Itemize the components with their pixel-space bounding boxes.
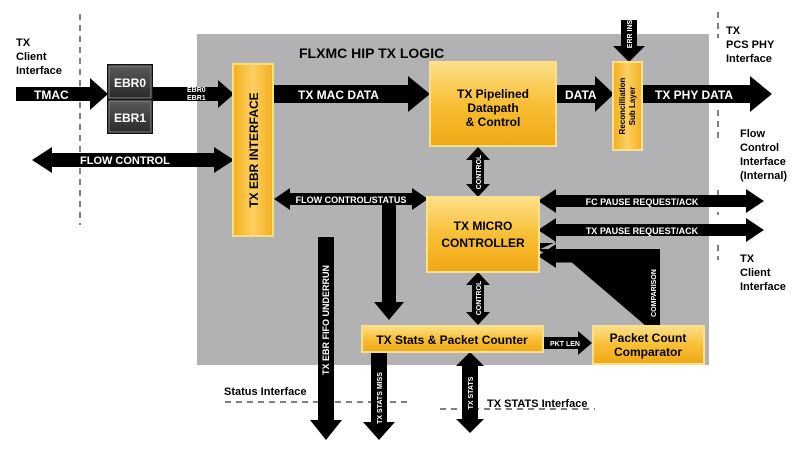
fc-pause-label: FC PAUSE REQUEST/ACK [586,197,699,207]
tx-pipelined-block [429,61,557,147]
ebr-small-0-label: EBR0 [187,87,206,94]
tcr-line2: Client [740,267,771,279]
tcr-line1: TX [740,253,755,265]
fci-line3: Interface [740,156,786,168]
packet-comparator-label: Packet Count Comparator [610,331,687,359]
tx-pipelined-line3: & Control [466,115,521,129]
data-label: DATA [565,88,597,102]
control-lower-arrow [466,272,490,325]
tx-micro-label: TX MICRO CONTROLLER [441,219,525,250]
tx-pipelined-line2: Datapath [467,101,518,115]
control-upper-label: CONTROL [476,154,483,189]
flow-control-internal-label: Flow Control Interface (Internal) [740,128,787,182]
tx-pcs-phy-label: TX PCS PHY Interface [726,25,775,65]
fci-line1: Flow [740,128,765,140]
stats-miss-label: TX STATS MISS [377,372,384,424]
tx-client-left-label: TX Client Interface [16,37,62,77]
tmac-arrow [16,78,108,110]
fci-line4: (Internal) [740,170,787,182]
tmac-label: TMAC [34,88,69,102]
status-interface-label: Status Interface [224,386,307,398]
tx-mac-data-label: TX MAC DATA [298,88,379,102]
reconciliation-block [612,61,643,151]
tx-client-left-line3: Interface [16,65,62,77]
flow-status-down-arrow [374,205,404,320]
ebr-fifo-underrun-label: TX EBR FIFO UNDERRUN [321,265,331,375]
panel-title: FLXMC HIP TX LOGIC [299,45,444,61]
ebr-small-1-label: EBR1 [187,95,206,102]
ebr0-block [108,65,152,99]
ebr0-label: EBR0 [114,76,146,90]
comparison-label: COMPARISON [651,269,658,317]
ebr-fifo-underrun-arrow [310,237,342,440]
stats-counter-label: TX Stats & Packet Counter [376,333,528,347]
tx-stats-interface-label: TX STATS Interface [487,398,587,410]
tx-pcs-phy-line1: TX [726,25,741,37]
fc-pause-arrow [538,189,764,213]
err-ins-label: ERR INS [627,19,634,48]
fci-line2: Control [740,142,779,154]
tx-client-right-label: TX Client Interface [740,253,786,293]
flow-control-status-arrow [274,188,428,210]
tx-micro-line2: CONTROLLER [441,236,525,250]
tx-stats-label: TX STATS [468,376,475,409]
flow-control-status-label: FLOW CONTROL/STATUS [296,195,407,205]
tx-client-left-line2: Client [16,51,47,63]
comparison-path [555,249,660,326]
flow-control-arrow [32,147,234,173]
stats-counter-block [361,325,544,353]
tx-pause-arrow [538,218,764,242]
tx-micro-line1: TX MICRO [454,219,513,233]
stats-miss-arrow [363,352,395,440]
tx-pcs-phy-line2: PCS PHY [726,39,775,51]
tx-pipelined-label: TX Pipelined Datapath & Control [457,87,529,129]
tx-micro-block [426,196,540,273]
ebr1-block [108,100,152,133]
arrows [16,20,772,440]
tx-pcs-phy-line3: Interface [726,53,772,65]
tcr-line3: Interface [740,281,786,293]
tx-phy-data-label: TX PHY DATA [655,88,733,102]
tx-ebr-interface-label: TX EBR INTERFACE [247,92,261,207]
reconciliation-line2: Sub Layer [628,87,637,126]
err-ins-arrow [613,20,645,62]
flow-control-label: FLOW CONTROL [80,155,170,167]
control-upper-arrow [466,147,490,197]
tx-phy-data-arrow [641,76,772,112]
tx-pause-label: TX PAUSE REQUEST/ACK [586,226,699,236]
packet-comparator-block [592,325,705,365]
pcc-line2: Comparator [614,345,682,359]
reconciliation-line1: Reconcilliation [618,77,627,134]
tx-ebr-interface-block [232,63,274,237]
comparison-arrow [538,242,660,326]
tx-stats-arrow [456,352,484,433]
pcc-line1: Packet Count [610,331,687,345]
pkt-len-arrow [542,331,592,355]
ebr1-label: EBR1 [114,111,146,125]
reconciliation-label: Reconcilliation Sub Layer [618,77,637,134]
comparison-head [538,244,556,268]
control-lower-label: CONTROL [476,280,483,315]
data-arrow [556,76,614,112]
tx-pipelined-line1: TX Pipelined [457,87,529,101]
tx-client-left-line1: TX [16,37,31,49]
pkt-len-label: PKT LEN [550,341,580,348]
tx-mac-data-arrow [273,76,430,112]
ebr-to-interface-arrow [152,80,234,108]
